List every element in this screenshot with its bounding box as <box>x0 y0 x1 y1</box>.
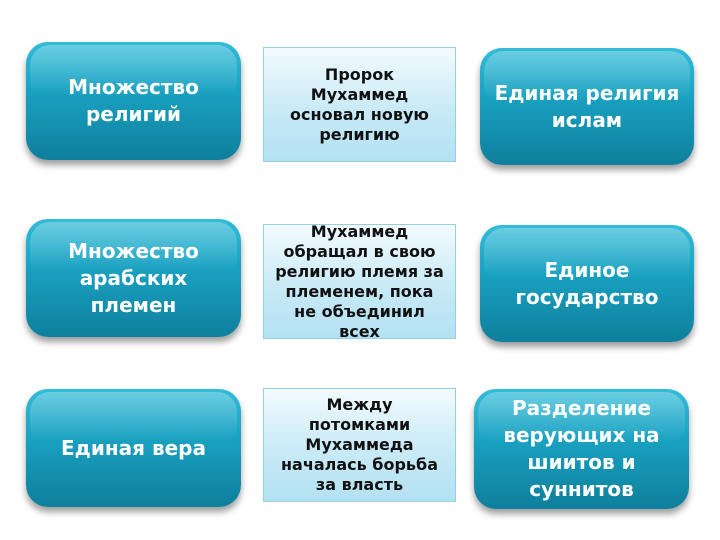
box-single-religion-islam-label: Единая религия ислам <box>494 80 680 132</box>
box-single-faith-label: Единая вера <box>61 435 206 460</box>
box-shia-sunni-split: Разделение верующих на шиитов и суннитов <box>474 389 689 509</box>
box-converted-tribes: Мухаммед обращал в свою религию племя за… <box>263 221 456 341</box>
box-prophet-founded-religion: Пророк Мухаммед основал новую религию <box>263 47 456 162</box>
box-single-state-label: Единое государство <box>515 257 659 309</box>
box-power-struggle-label: Между потомками Мухаммеда началась борьб… <box>280 395 439 494</box>
box-single-state: Единое государство <box>480 225 694 342</box>
box-many-religions-label: Множество религий <box>68 75 199 126</box>
box-power-struggle: Между потомками Мухаммеда началась борьб… <box>263 388 456 502</box>
box-many-religions: Множество религий <box>26 42 241 160</box>
box-single-faith: Единая вера <box>26 389 241 507</box>
box-converted-tribes-label: Мухаммед обращал в свою религию племя за… <box>275 221 444 341</box>
box-single-religion-islam: Единая религия ислам <box>480 48 694 165</box>
box-shia-sunni-split-label: Разделение верующих на шиитов и суннитов <box>503 396 660 501</box>
box-many-arab-tribes: Множество арабских племен <box>26 219 241 337</box>
box-many-arab-tribes-label: Множество арабских племен <box>68 238 199 317</box>
box-prophet-founded-religion-label: Пророк Мухаммед основал новую религию <box>290 64 429 144</box>
